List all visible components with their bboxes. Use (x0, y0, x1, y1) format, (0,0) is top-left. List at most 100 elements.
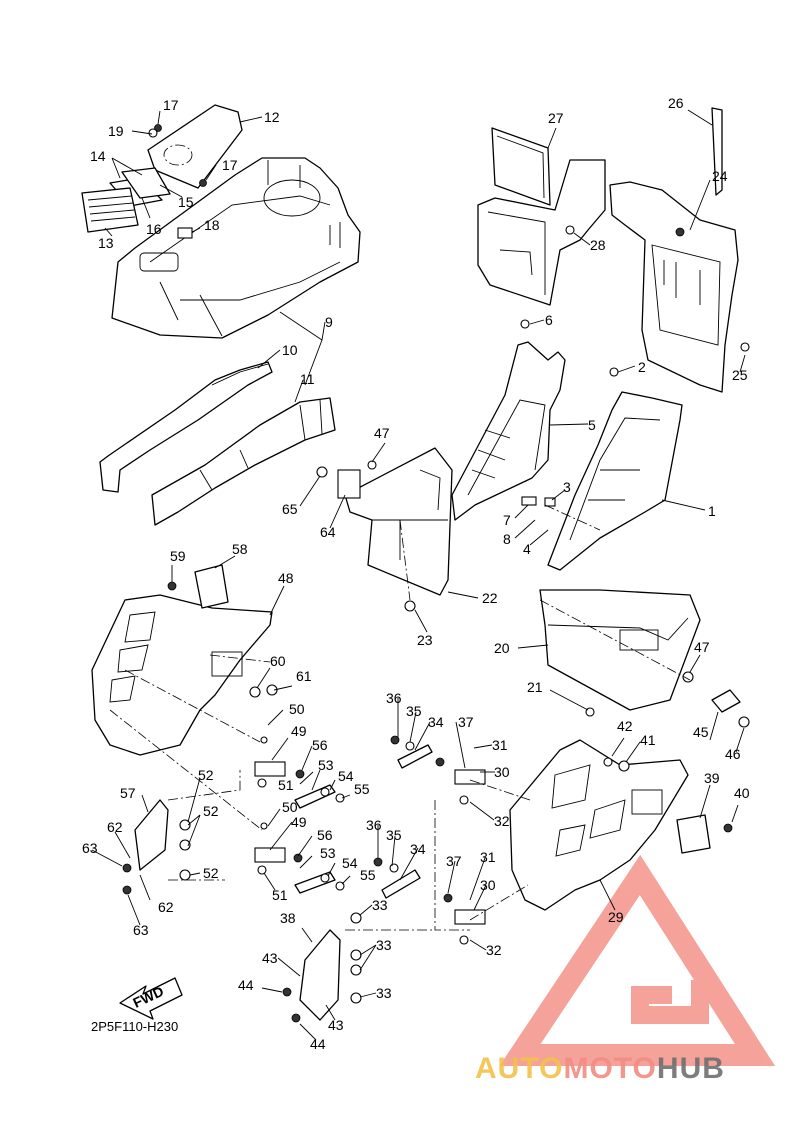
callout-27: 27 (548, 110, 564, 126)
panel-27 (477, 159, 606, 306)
footrest-48 (91, 594, 273, 756)
bracket-39 (676, 814, 711, 854)
callout-26: 26 (668, 95, 684, 111)
callout-34b: 34 (410, 841, 426, 857)
panel-27-group (477, 127, 606, 306)
callout-19: 19 (108, 123, 124, 139)
callout-33b: 33 (376, 937, 392, 953)
watermark-logo (499, 854, 776, 1066)
callout-14: 14 (90, 148, 106, 164)
callout-6: 6 (545, 312, 553, 328)
callout-51b: 51 (272, 887, 288, 903)
callout-44a: 44 (238, 977, 254, 993)
callout-37a: 37 (458, 714, 474, 730)
center-lines (109, 504, 691, 931)
callout-63b: 63 (133, 922, 149, 938)
callout-60: 60 (270, 653, 286, 669)
callout-17a: 17 (163, 97, 179, 113)
callout-55a: 55 (354, 781, 370, 797)
callout-35a: 35 (406, 703, 422, 719)
rail-10 (99, 361, 273, 493)
callout-55b: 55 (360, 867, 376, 883)
callout-31a: 31 (492, 737, 508, 753)
panel-24-group (609, 107, 750, 393)
callout-49a: 49 (291, 723, 307, 739)
callout-45: 45 (693, 724, 709, 740)
callout-33a: 33 (372, 897, 388, 913)
callout-48: 48 (278, 570, 294, 586)
callout-54b: 54 (342, 855, 358, 871)
callout-40: 40 (734, 785, 750, 801)
callout-32b: 32 (486, 942, 502, 958)
callout-53a: 53 (318, 757, 334, 773)
callout-22: 22 (482, 590, 498, 606)
callout-16: 16 (146, 221, 162, 237)
footrest-29-group (509, 689, 750, 911)
callout-36a: 36 (386, 690, 402, 706)
callout-65: 65 (282, 501, 298, 517)
pad-27 (491, 127, 551, 206)
upper-cowling (111, 157, 361, 339)
hinge-57 (134, 799, 169, 871)
callout-33c: 33 (376, 985, 392, 1001)
callout-37b: 37 (446, 853, 462, 869)
callout-43b: 43 (328, 1017, 344, 1033)
callout-59: 59 (170, 548, 186, 564)
callout-17b: 17 (222, 157, 238, 173)
callout-11: 11 (300, 371, 315, 387)
callout-47a: 47 (374, 425, 390, 441)
callout-64: 64 (320, 524, 336, 540)
callout-63a: 63 (82, 840, 98, 856)
callout-56b: 56 (317, 827, 333, 843)
callout-9: 9 (325, 314, 333, 330)
strap-26 (711, 107, 723, 196)
callout-47b: 47 (694, 639, 710, 655)
callout-1: 1 (708, 503, 716, 519)
callout-53b: 53 (320, 845, 336, 861)
callout-52b: 52 (203, 803, 219, 819)
rail-11 (151, 397, 336, 526)
upper-cowling-group (81, 104, 361, 526)
callout-43a: 43 (262, 950, 278, 966)
callout-57: 57 (120, 785, 136, 801)
callout-58: 58 (232, 541, 248, 557)
callout-44b: 44 (310, 1036, 326, 1052)
callout-4: 4 (523, 541, 531, 557)
hinge-38-group (282, 912, 362, 1023)
seat-panel (147, 104, 243, 189)
bracket-58 (194, 564, 229, 609)
callout-35b: 35 (386, 827, 402, 843)
callout-29: 29 (608, 909, 624, 925)
callout-51a: 51 (278, 777, 294, 793)
callout-13: 13 (98, 235, 114, 251)
svg-text:AUTOMOTOHUB: AUTOMOTOHUB (475, 1052, 725, 1085)
callout-42: 42 (617, 718, 633, 734)
callout-39: 39 (704, 770, 720, 786)
callout-38: 38 (280, 910, 296, 926)
callout-30a: 30 (494, 764, 510, 780)
callout-10: 10 (282, 342, 298, 358)
bracket-22-group (316, 447, 453, 612)
plate-45 (711, 689, 741, 713)
callout-34a: 34 (428, 714, 444, 730)
callout-12: 12 (264, 109, 280, 125)
bracket-5-group (451, 319, 566, 521)
panel-24 (609, 181, 739, 393)
callout-56a: 56 (312, 737, 328, 753)
drawing-code: 2P5F110-H230 (91, 1019, 178, 1034)
hinge-38 (299, 929, 341, 1021)
callout-labels: 1 2 3 4 5 6 7 8 9 10 11 12 13 14 15 16 1… (82, 95, 750, 1052)
callout-61: 61 (296, 668, 312, 684)
bracket-5 (451, 341, 566, 521)
center-hardware (254, 735, 486, 945)
callout-18: 18 (204, 217, 220, 233)
callout-54a: 54 (338, 768, 354, 784)
callout-30b: 30 (480, 877, 496, 893)
callout-31b: 31 (480, 849, 496, 865)
bracket-22 (344, 447, 453, 596)
callout-50a: 50 (289, 701, 305, 717)
callout-25: 25 (732, 367, 748, 383)
watermark-word-b: MOTO (563, 1052, 656, 1085)
leader-lines (91, 109, 746, 1041)
